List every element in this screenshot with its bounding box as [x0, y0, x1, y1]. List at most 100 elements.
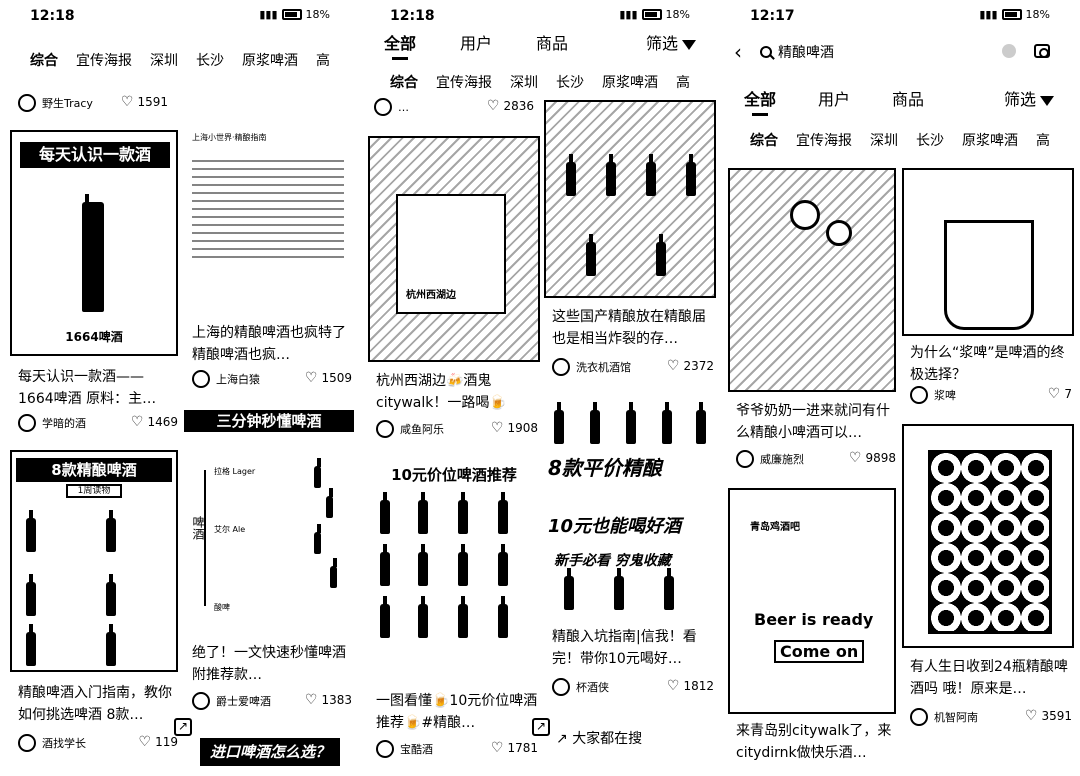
feed-card[interactable]: 爷爷奶奶一进来就问有什么精酿小啤酒可以… 威廉施烈 ♡9898: [728, 168, 898, 474]
avatar[interactable]: [376, 420, 394, 438]
card-cover-image[interactable]: 上海小世界·精酿指南: [184, 94, 352, 316]
chip-comprehensive[interactable]: 综合: [30, 53, 58, 69]
chip-more[interactable]: 高: [1036, 133, 1050, 149]
like-count[interactable]: ♡119: [138, 734, 178, 750]
tab-users[interactable]: 用户: [460, 34, 493, 53]
chip-comprehensive[interactable]: 综合: [390, 75, 418, 91]
share-icon[interactable]: ↗: [532, 718, 550, 736]
like-count[interactable]: ♡1509: [304, 370, 352, 386]
feed-card[interactable]: 青岛鸡酒吧 Beer is ready Come on 来青岛别citywalk…: [728, 488, 898, 776]
card-cover-image[interactable]: [902, 168, 1074, 336]
author-name[interactable]: 宝酷酒: [400, 743, 433, 756]
card-cover-image[interactable]: 10元价位啤酒推荐: [368, 456, 540, 674]
avatar[interactable]: [18, 734, 36, 752]
card-title[interactable]: 精酿啤酒入门指南，教你如何挑选啤酒 8款…: [18, 685, 172, 723]
card-title[interactable]: 爷爷奶奶一进来就问有什么精酿小啤酒可以…: [736, 403, 890, 441]
search-input[interactable]: 精酿啤酒: [760, 40, 1020, 64]
card-cover-image[interactable]: 每天认识一款酒 1664啤酒: [10, 130, 178, 356]
tab-goods[interactable]: 商品: [536, 34, 569, 53]
feed-card[interactable]: 三分钟秒懂啤酒 啤酒 拉格 Lager 艾尔 Ale 酸啤 绝了！一文快速秒懂啤…: [184, 406, 354, 724]
author-name[interactable]: 浆啤: [934, 389, 956, 402]
tab-all[interactable]: 全部: [744, 86, 776, 116]
chip-poster[interactable]: 宜传海报: [76, 53, 132, 69]
author-name[interactable]: 野生Tracy: [42, 97, 93, 110]
author-name[interactable]: …: [398, 100, 409, 114]
chip-draft-beer[interactable]: 原浆啤酒: [962, 133, 1018, 149]
trending-searches[interactable]: ↗ 大家都在搜: [556, 731, 643, 747]
chip-draft-beer[interactable]: 原浆啤酒: [242, 53, 298, 69]
like-count[interactable]: ♡7: [1047, 386, 1072, 402]
card-title[interactable]: 精酿入坑指南|信我！看完！带你10元喝好…: [552, 629, 697, 667]
cover-banner[interactable]: 进口啤酒怎么选？: [200, 738, 340, 766]
back-icon[interactable]: ‹: [734, 40, 742, 64]
card-title[interactable]: 每天认识一款酒——1664啤酒 原料：主…: [18, 369, 157, 407]
card-title[interactable]: 杭州西湖边🍻酒鬼citywalk！一路喝🍺: [376, 373, 507, 411]
chip-changsha[interactable]: 长沙: [196, 53, 224, 69]
like-count[interactable]: ♡2836: [486, 98, 534, 114]
avatar[interactable]: [376, 740, 394, 758]
chip-poster[interactable]: 宜传海报: [796, 133, 852, 149]
card-cover-image[interactable]: 8款精酿啤酒 1周读物: [10, 450, 178, 672]
card-cover-image[interactable]: [728, 168, 896, 392]
card-title[interactable]: 上海的精酿啤酒也疯特了 精酿啤酒也疯…: [192, 325, 346, 363]
tab-users[interactable]: 用户: [818, 90, 851, 109]
like-count[interactable]: ♡9898: [848, 450, 896, 466]
like-count[interactable]: ♡2372: [666, 358, 714, 374]
filter-button[interactable]: 筛选: [646, 30, 697, 54]
card-cover-image[interactable]: 8款平价精酿 10元也能喝好酒 新手必看 穷鬼收藏: [544, 400, 716, 618]
like-count[interactable]: ♡1781: [490, 740, 538, 756]
chip-shenzhen[interactable]: 深圳: [510, 75, 538, 91]
author-name[interactable]: 上海白猿: [216, 373, 260, 386]
avatar[interactable]: [910, 708, 928, 726]
chip-comprehensive[interactable]: 综合: [750, 133, 778, 149]
like-count[interactable]: ♡1812: [666, 678, 714, 694]
feed-card[interactable]: 每天认识一款酒 1664啤酒 每天认识一款酒——1664啤酒 原料：主… 学暗的…: [10, 130, 180, 432]
tab-goods[interactable]: 商品: [892, 90, 925, 109]
like-count[interactable]: ♡3591: [1024, 708, 1072, 724]
feed-card[interactable]: 有人生日收到24瓶精酿啤酒吗 哦！原来是… 机智阿南 ♡3591: [902, 424, 1074, 732]
clear-icon[interactable]: [1002, 44, 1016, 58]
chip-more[interactable]: 高: [676, 75, 690, 91]
chip-changsha[interactable]: 长沙: [556, 75, 584, 91]
feed-card[interactable]: 为什么“浆啤”是啤酒的终极选择？ 浆啤 ♡7: [902, 168, 1074, 408]
author-name[interactable]: 威廉施烈: [760, 453, 804, 466]
chip-changsha[interactable]: 长沙: [916, 133, 944, 149]
card-cover-image[interactable]: [902, 424, 1074, 648]
chip-shenzhen[interactable]: 深圳: [870, 133, 898, 149]
author-name[interactable]: 洗衣机酒馆: [576, 361, 631, 374]
chip-more[interactable]: 高: [316, 53, 330, 69]
tab-all[interactable]: 全部: [384, 30, 416, 60]
filter-button[interactable]: 筛选: [1004, 86, 1055, 110]
like-count[interactable]: ♡1591: [120, 94, 168, 110]
author-name[interactable]: 机智阿南: [934, 711, 978, 724]
card-title[interactable]: 一图看懂🍺10元价位啤酒推荐🍺#精酿…: [376, 693, 538, 731]
feed-card[interactable]: 这些国产精酿放在精酿届也是相当炸裂的存… 洗衣机酒馆 ♡2372: [544, 100, 716, 382]
like-count[interactable]: ♡1469: [130, 414, 178, 430]
avatar[interactable]: [192, 692, 210, 710]
share-icon[interactable]: ↗: [174, 718, 192, 736]
avatar[interactable]: [736, 450, 754, 468]
card-title[interactable]: 来青岛别citywalk了，来citydirnk做快乐酒…: [736, 723, 892, 761]
author-name[interactable]: 酒找学长: [42, 737, 86, 750]
chip-poster[interactable]: 宜传海报: [436, 75, 492, 91]
chip-draft-beer[interactable]: 原浆啤酒: [602, 75, 658, 91]
card-title[interactable]: 这些国产精酿放在精酿届也是相当炸裂的存…: [552, 309, 706, 347]
avatar[interactable]: [192, 370, 210, 388]
author-name[interactable]: 杯酒侠: [576, 681, 609, 694]
avatar[interactable]: [910, 386, 928, 404]
avatar[interactable]: [18, 94, 36, 112]
author-name[interactable]: 学暗的酒: [42, 417, 86, 430]
card-cover-image[interactable]: 三分钟秒懂啤酒 啤酒 拉格 Lager 艾尔 Ale 酸啤: [184, 406, 354, 628]
card-title[interactable]: 绝了！一文快速秒懂啤酒 附推荐款…: [192, 645, 346, 683]
avatar[interactable]: [374, 98, 392, 116]
feed-card[interactable]: 8款精酿啤酒 1周读物 精酿啤酒入门指南，教你如何挑选啤酒 8款… 酒找学长 ♡…: [10, 450, 180, 770]
avatar[interactable]: [552, 678, 570, 696]
card-cover-image[interactable]: 青岛鸡酒吧 Beer is ready Come on: [728, 488, 896, 714]
author-name[interactable]: 爵士爱啤酒: [216, 695, 271, 708]
card-cover-image[interactable]: 杭州西湖边: [368, 136, 540, 362]
camera-icon[interactable]: [1034, 44, 1050, 58]
like-count[interactable]: ♡1383: [304, 692, 352, 708]
author-name[interactable]: 咸鱼阿乐: [400, 423, 444, 436]
card-title[interactable]: 有人生日收到24瓶精酿啤酒吗 哦！原来是…: [910, 659, 1068, 697]
card-title[interactable]: 为什么“浆啤”是啤酒的终极选择？: [910, 345, 1065, 383]
